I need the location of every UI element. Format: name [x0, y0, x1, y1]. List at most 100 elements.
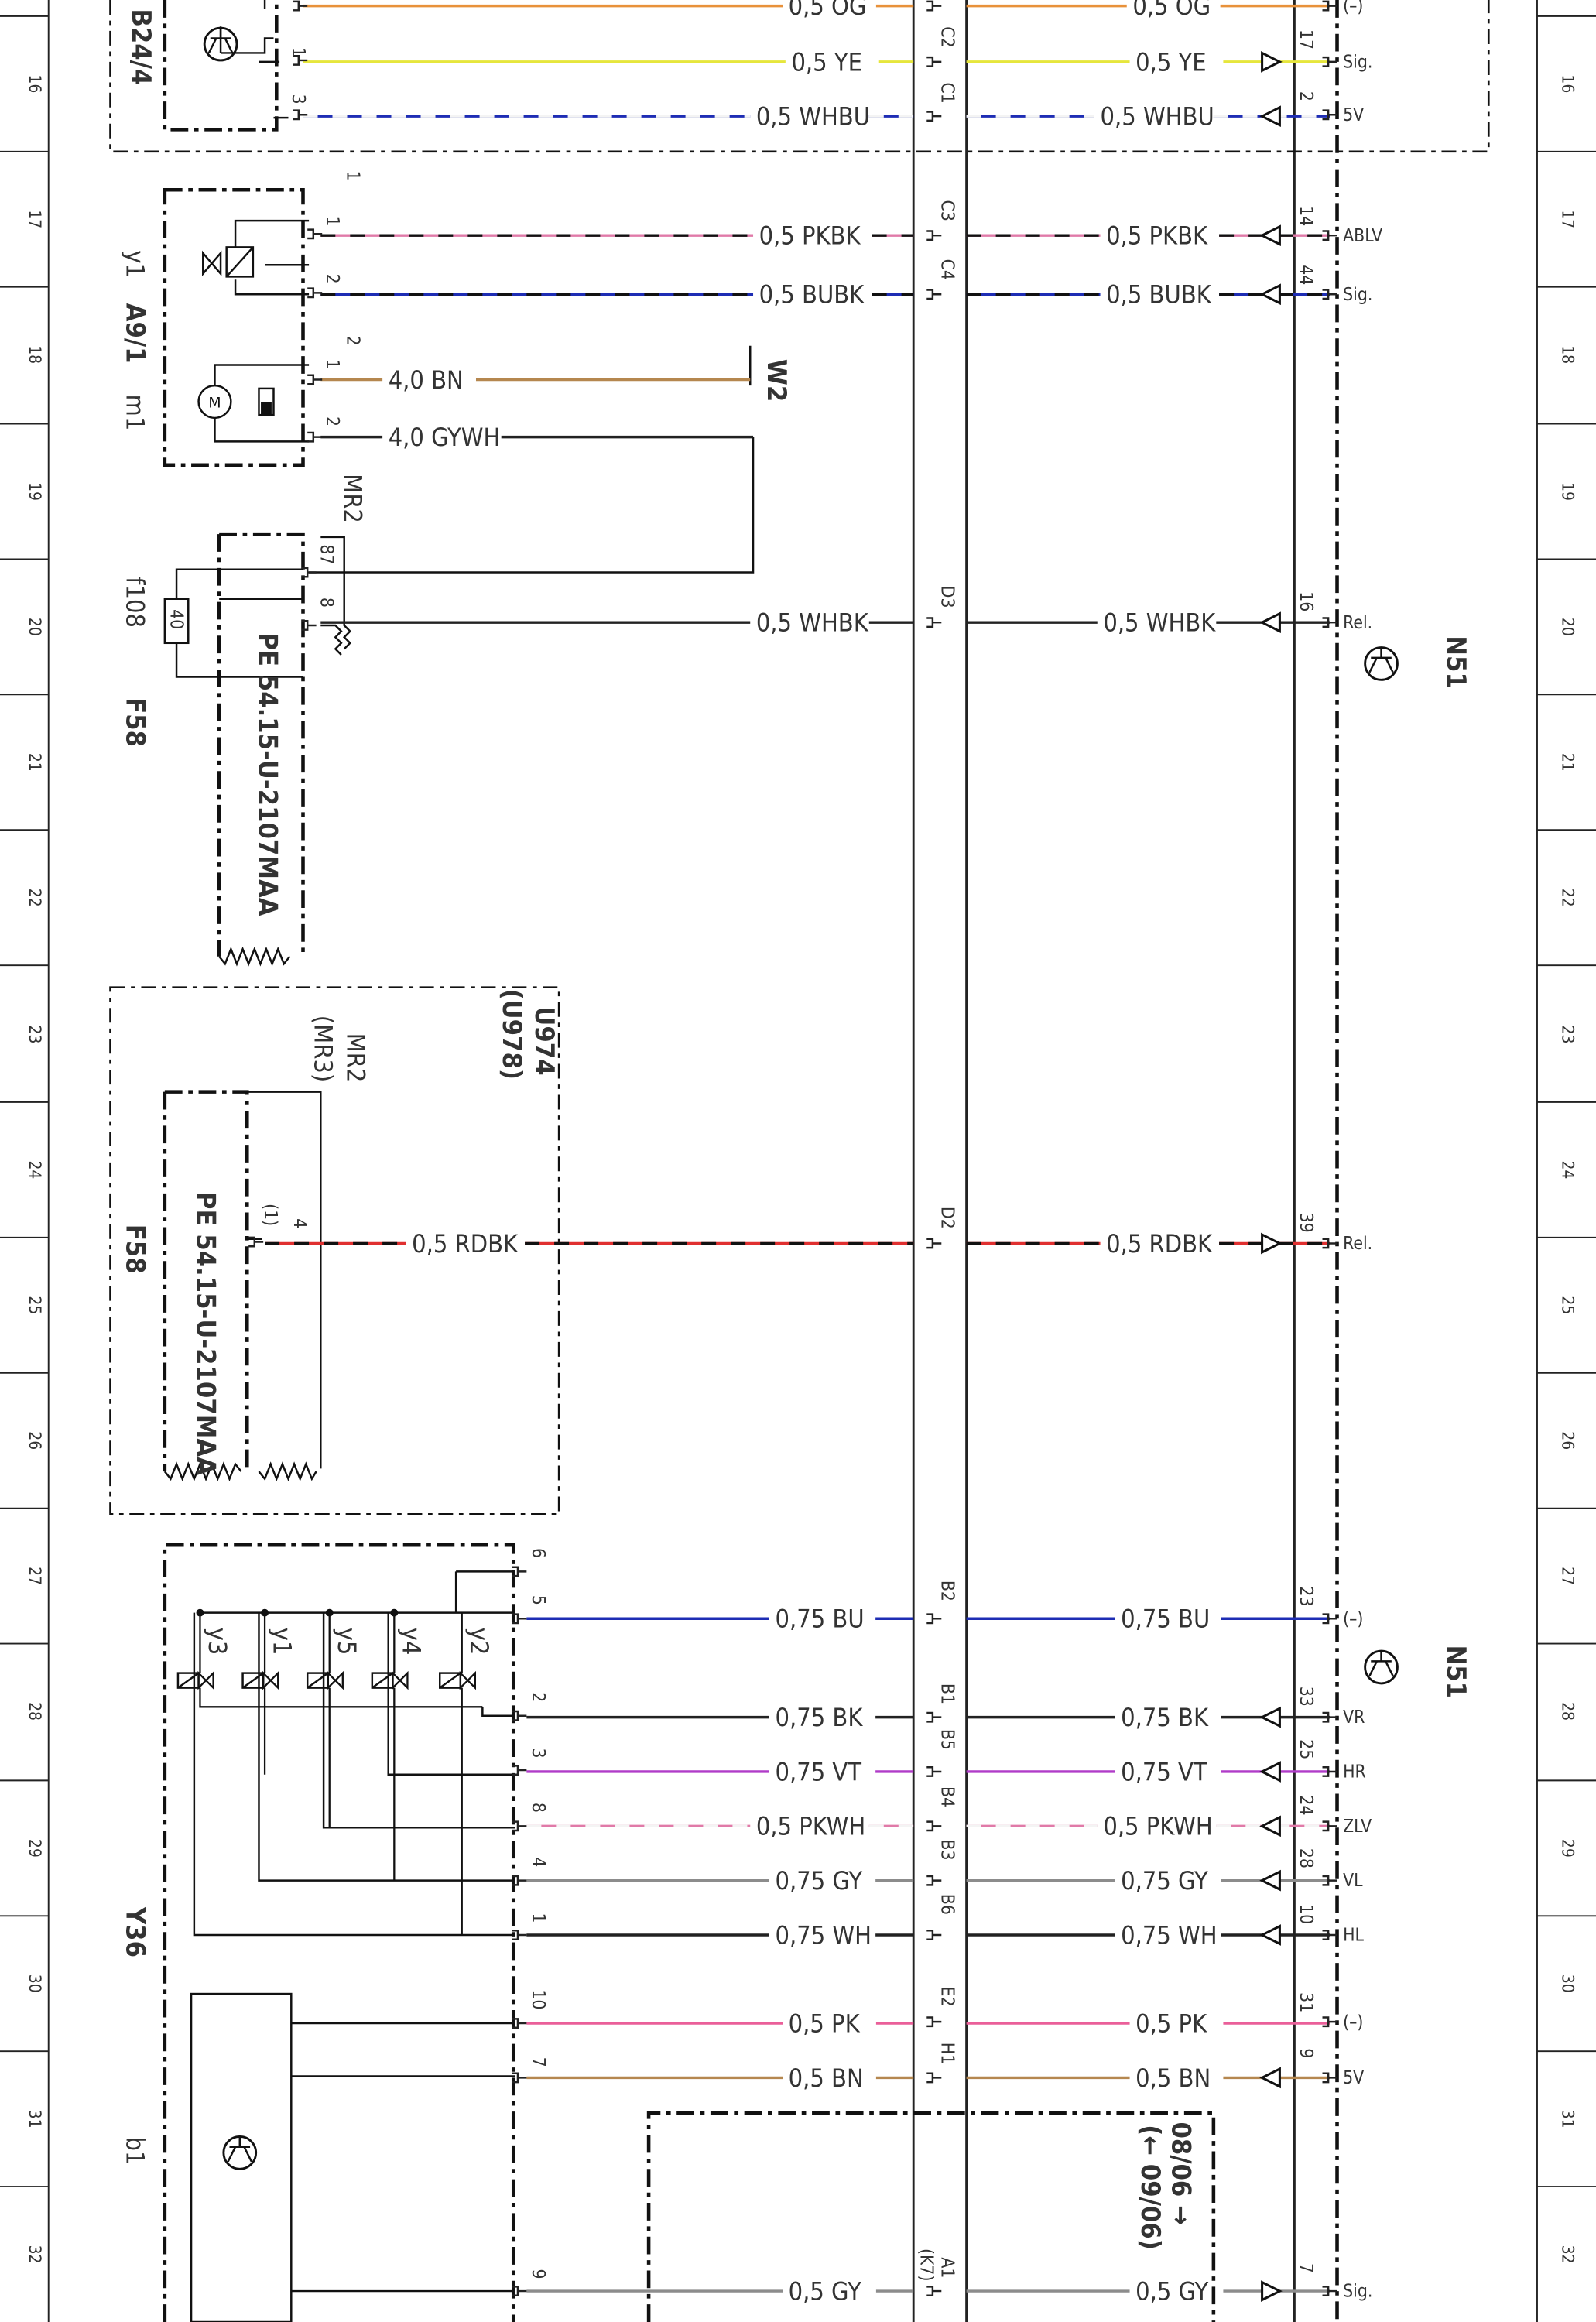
conn-id: C3	[937, 200, 957, 221]
conn-id: A1	[937, 2257, 957, 2278]
wire: 0,5 OG	[303, 0, 914, 21]
signal-name: Rel.	[1343, 613, 1372, 633]
wire: 0,5 WHBK	[966, 608, 1331, 638]
w2-label: W2	[761, 359, 792, 402]
pin-number: 1	[322, 216, 342, 226]
wire-label: 0,5 BN	[789, 2063, 864, 2093]
bus-lines	[912, 0, 1296, 2322]
conn-id: B1	[937, 1683, 957, 1704]
signal-name: HR	[1343, 1762, 1366, 1783]
pin-number: 1	[528, 1913, 548, 1923]
wire: 0,5 OG	[966, 0, 1331, 21]
f58-top-relay-box	[217, 532, 305, 957]
row-label: 16	[1558, 74, 1577, 93]
b24-4-outer-box	[109, 0, 1490, 153]
internal-wiring: M	[163, 0, 755, 2322]
wire-label: 0,5 WHBK	[756, 608, 869, 638]
valve-y3: y3	[203, 1628, 232, 1656]
wire-label: 0,5 YE	[1135, 47, 1206, 77]
wire: 0,75 WH	[526, 1920, 914, 1950]
row-label: 17	[26, 210, 44, 228]
wire-label: 0,5 GY	[789, 2276, 861, 2306]
pin-number: 16	[1296, 591, 1316, 611]
wire: 0,5 WHBK	[320, 608, 914, 638]
f58-fuse-label: f108	[120, 577, 149, 628]
u974-fuse-label: F58	[119, 1224, 150, 1274]
wire-label: 0,75 BU	[1121, 1605, 1210, 1634]
pin-number: 31	[1296, 1992, 1316, 2012]
signal-name: ZLV	[1343, 1817, 1372, 1837]
pin-number: 4	[289, 1218, 310, 1228]
wire-label: 0,5 PK	[789, 2009, 861, 2038]
conn-id: D3	[937, 586, 957, 608]
connector-marks	[247, 0, 1338, 2302]
transistor-symbols	[203, 26, 1399, 2170]
pin-number: 2	[322, 274, 342, 284]
row-label: 18	[26, 345, 44, 364]
u974-mr2: MR2	[341, 1033, 371, 1083]
row-label: 29	[26, 1839, 44, 1858]
wire: 0,5 PKBK	[320, 221, 914, 251]
signal-name: Sig.	[1343, 52, 1372, 72]
row-label: 24	[26, 1160, 44, 1179]
row-label: 27	[1558, 1567, 1577, 1585]
conn-id: C1	[937, 82, 957, 103]
pin-number: 33	[1296, 1687, 1316, 1707]
component-labels: B24/4 y1 A9/1 m1 f108 40 F58 PE 54.15-U-…	[119, 9, 1471, 2249]
row-label: 26	[1558, 1431, 1577, 1450]
row-label: 30	[26, 1974, 44, 1993]
wire-label: 0,75 GY	[1121, 1866, 1208, 1896]
conn-id: (K7)	[916, 2248, 937, 2282]
signal-name: Sig.	[1343, 285, 1372, 305]
b24-4-box	[163, 0, 279, 132]
pin-number: 17	[1296, 29, 1316, 50]
wire-label: 0,75 WH	[1121, 1920, 1217, 1950]
pin-number: 4	[528, 1857, 548, 1867]
wire: 0,5 RDBK	[966, 1229, 1331, 1259]
row-label: 25	[1558, 1296, 1577, 1314]
wire: 0,75 BK	[526, 1703, 914, 1732]
conn-id: D2	[937, 1207, 957, 1229]
a9-1-box	[163, 187, 305, 467]
n51-top-label: N51	[1440, 635, 1471, 689]
wire-label: 0,75 BK	[776, 1703, 864, 1732]
component-boxes	[109, 0, 1490, 2322]
row-label: 23	[1558, 1026, 1577, 1044]
wire: 0,5 WHBU	[303, 102, 914, 132]
wire-label: 0,5 RDBK	[1106, 1229, 1213, 1259]
conn-id: B6	[937, 1894, 957, 1915]
signal-name: Rel.	[1343, 1234, 1372, 1254]
wire: 0,5 PKWH	[526, 1812, 914, 1841]
mr2-top-label: MR2	[338, 474, 368, 523]
a9-1-m1-label: m1	[120, 395, 149, 431]
row-label: 25	[26, 1296, 44, 1314]
pin-number: 2	[528, 1692, 548, 1702]
ruler-ticks	[0, 15, 1596, 2188]
wire-label: 0,5 BN	[1135, 2063, 1211, 2093]
row-label: 30	[1558, 1974, 1577, 1993]
wire: 0,5 GY	[966, 2276, 1331, 2306]
conn-id: E2	[937, 1987, 957, 2007]
wire: 0,5 BN	[526, 2063, 914, 2093]
wire-label: 0,5 GY	[1135, 2276, 1208, 2306]
wire-label: 0,5 RDBK	[412, 1229, 519, 1259]
cable-breaks	[163, 536, 352, 1481]
pin-number: 1	[288, 47, 308, 57]
row-label: 31	[26, 2110, 44, 2128]
wire: 0,5 PKBK	[966, 221, 1331, 251]
row-label: 23	[26, 1026, 44, 1044]
y36-box	[163, 1543, 515, 2322]
wire-label: 0,5 OG	[1132, 0, 1211, 21]
wire: 0,5 PK	[526, 2009, 914, 2038]
signal-name: 5V	[1343, 105, 1364, 125]
wire-label: 0,75 VT	[1121, 1757, 1207, 1786]
row-label: 19	[1558, 482, 1577, 501]
row-label: 32	[26, 2245, 44, 2264]
wire-label: 0,5 PKWH	[756, 1812, 865, 1841]
wire: 0,5 GY	[526, 2276, 914, 2306]
conn-id: H1	[937, 2043, 957, 2064]
row-label: 28	[1558, 1702, 1577, 1721]
wire-label: 0,75 BK	[1121, 1703, 1209, 1732]
